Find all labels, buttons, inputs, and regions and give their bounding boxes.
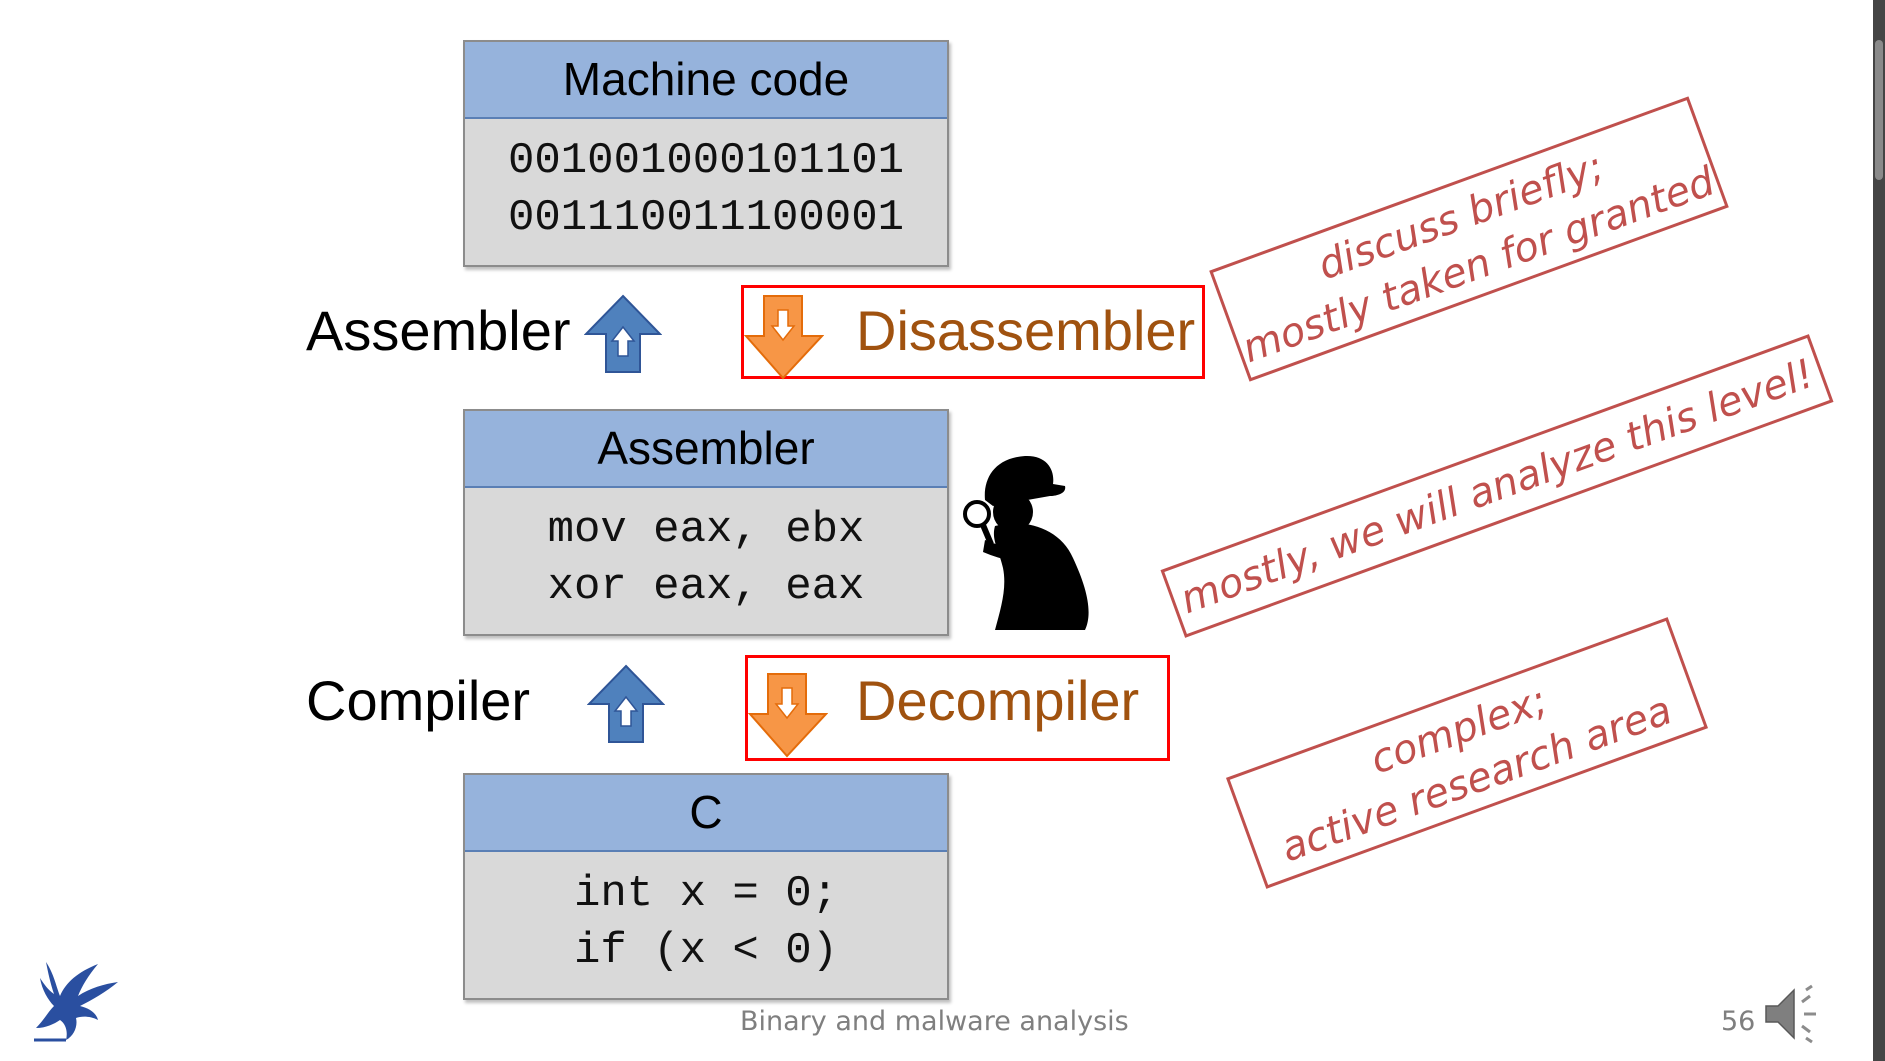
c-title: C	[465, 775, 947, 852]
disassembler-label: Disassembler	[856, 299, 1196, 362]
assembly-level-note: mostly, we will analyze this level!	[1160, 334, 1834, 638]
machine-code-title: Machine code	[465, 42, 947, 119]
assembler-box: Assembler mov eax, ebx xor eax, eax	[463, 409, 949, 636]
down-arrow-icon	[748, 673, 828, 758]
up-arrow-icon	[587, 664, 665, 743]
detective-icon	[963, 455, 1089, 630]
machine-code-line: 001001000101101	[507, 136, 905, 186]
compiler-label: Compiler	[306, 669, 531, 732]
up-arrow-icon	[584, 294, 662, 373]
university-logo	[34, 962, 118, 1042]
assembler-title: Assembler	[465, 411, 947, 488]
machine-code-box: Machine code 001001000101101 00111001110…	[463, 40, 949, 267]
down-arrow-icon	[744, 295, 824, 380]
c-line: int x = 0;	[573, 869, 839, 919]
machine-code-body: 001001000101101 001110011100001	[465, 119, 947, 265]
c-line: if (x < 0)	[573, 926, 839, 976]
assembler-line: mov eax, ebx	[547, 505, 865, 555]
scrollbar-thumb[interactable]	[1875, 40, 1883, 180]
assembler-label: Assembler	[306, 299, 571, 362]
page-number: 56	[1721, 1006, 1756, 1037]
decompiler-note: complex; active research area	[1225, 617, 1709, 889]
assembler-line: xor eax, eax	[547, 562, 865, 612]
decompiler-highlight	[745, 655, 1170, 761]
disassembler-note: discuss briefly; mostly taken for grante…	[1209, 96, 1729, 382]
c-box: C int x = 0; if (x < 0)	[463, 773, 949, 1000]
note-line: mostly, we will analyze this level!	[1174, 350, 1821, 624]
machine-code-line: 001110011100001	[507, 193, 905, 243]
c-body: int x = 0; if (x < 0)	[465, 852, 947, 998]
assembler-body: mov eax, ebx xor eax, eax	[465, 488, 947, 634]
speaker-icon[interactable]	[1762, 982, 1826, 1046]
scrollbar[interactable]	[1873, 0, 1885, 1061]
disassembler-highlight	[741, 285, 1205, 379]
footer-text: Binary and malware analysis	[740, 1006, 1129, 1037]
decompiler-label: Decompiler	[856, 669, 1140, 732]
